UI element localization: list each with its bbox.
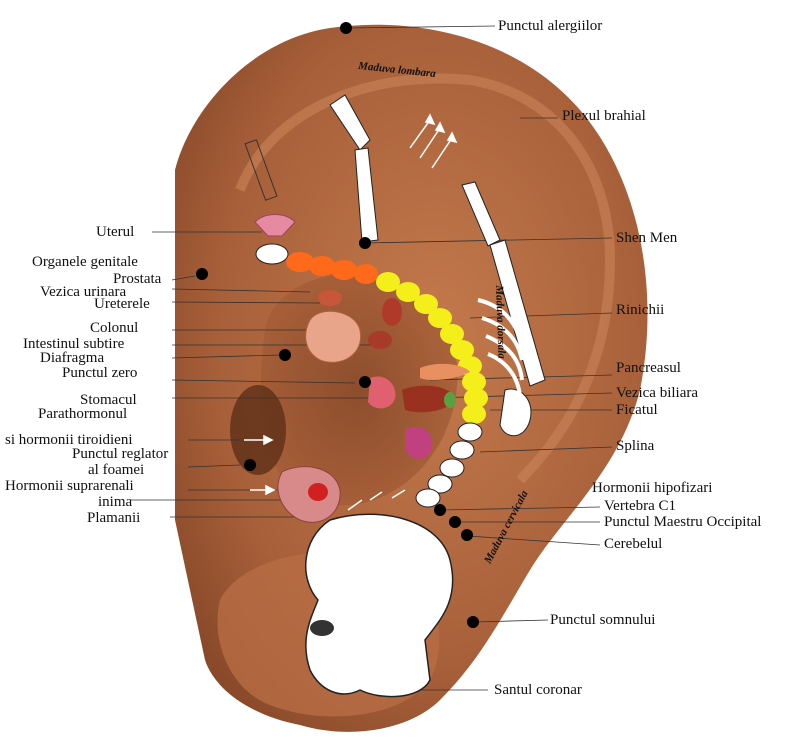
label-heart: inima [98,494,133,510]
colon-organ [305,310,362,363]
stomach-organ [368,376,396,409]
skull [304,513,454,698]
point-occipital [449,516,461,528]
point-stomach [359,376,371,388]
point-sleep [467,616,479,628]
pancreas-organ [420,363,470,380]
label-cerebellum: Cerebelul [604,536,663,552]
ear-canal [230,385,286,475]
point-shenmen [359,237,371,249]
label-colon: Colonul [90,320,139,336]
ribcage [477,298,524,397]
arm-bones [461,181,546,437]
gallbladder-organ [444,392,456,408]
point-zero [279,349,291,361]
point-c1 [434,504,446,516]
label-kidneys: Rinichii [616,302,665,318]
spine [255,243,488,508]
label-brachial-plexus: Plexul brahial [562,108,646,124]
organs [254,214,470,523]
point-hunger [244,459,256,471]
point-cerebellum [461,529,473,541]
spleen-organ [405,426,433,459]
helix-ridge [235,73,616,484]
acupoints [196,22,479,628]
point-allergy [340,22,352,34]
label-vertebra-c1: Vertebra C1 [604,498,677,514]
label-occipital-master: Punctul Maestru Occipital [604,514,762,530]
label-allergy-point: Punctul alergiilor [498,18,603,34]
label-sleep-point: Punctul somnului [550,612,656,628]
label-small-intestine: Intestinul subtire [23,336,125,352]
label-prostate: Prostata [113,271,162,287]
label-hunger-regulator: Punctul reglator [72,446,169,462]
label-ureters: Ureterele [94,296,150,312]
label-adrenal-hormones: Hormonii suprarenali [5,478,134,494]
bladder-organ [318,290,342,306]
label-bladder: Vezica urinara [40,284,127,300]
kidney-organ [382,298,402,326]
label-lungs: Plamanii [87,510,141,526]
label-genital-organs: Organele genitale [32,254,138,270]
label-liver: Ficatul [616,402,658,418]
label-thyroid-hormones: si hormonii tiroidieni [5,432,133,448]
label-diaphragm: Diafragma [40,350,105,366]
label-stomach: Stomacul [80,392,137,408]
label-parathormone: Parathormonul [38,406,128,422]
label-spleen: Splina [616,438,655,454]
arrows [244,113,458,511]
label-pancreas: Pancreasul [616,360,681,376]
leg-bones [244,94,379,243]
label-point-zero: Punctul zero [62,365,138,381]
point-genitals [196,268,208,280]
label-uterus: Uterul [96,224,135,240]
heart-organ [308,483,328,501]
liver-organ [402,385,455,413]
label-gallbladder: Vezica biliara [616,385,699,401]
uterus-organ [254,214,296,237]
label-hunger-regulator-2: al foamei [88,462,145,478]
label-coronary-groove: Santul coronar [494,682,582,698]
region-dorsal: Maduva dorsala [493,285,508,360]
label-pituitary-hormones: Hormonii hipofizari [592,480,713,496]
kidney2-organ [368,331,392,349]
label-shen-men: Shen Men [616,230,678,246]
